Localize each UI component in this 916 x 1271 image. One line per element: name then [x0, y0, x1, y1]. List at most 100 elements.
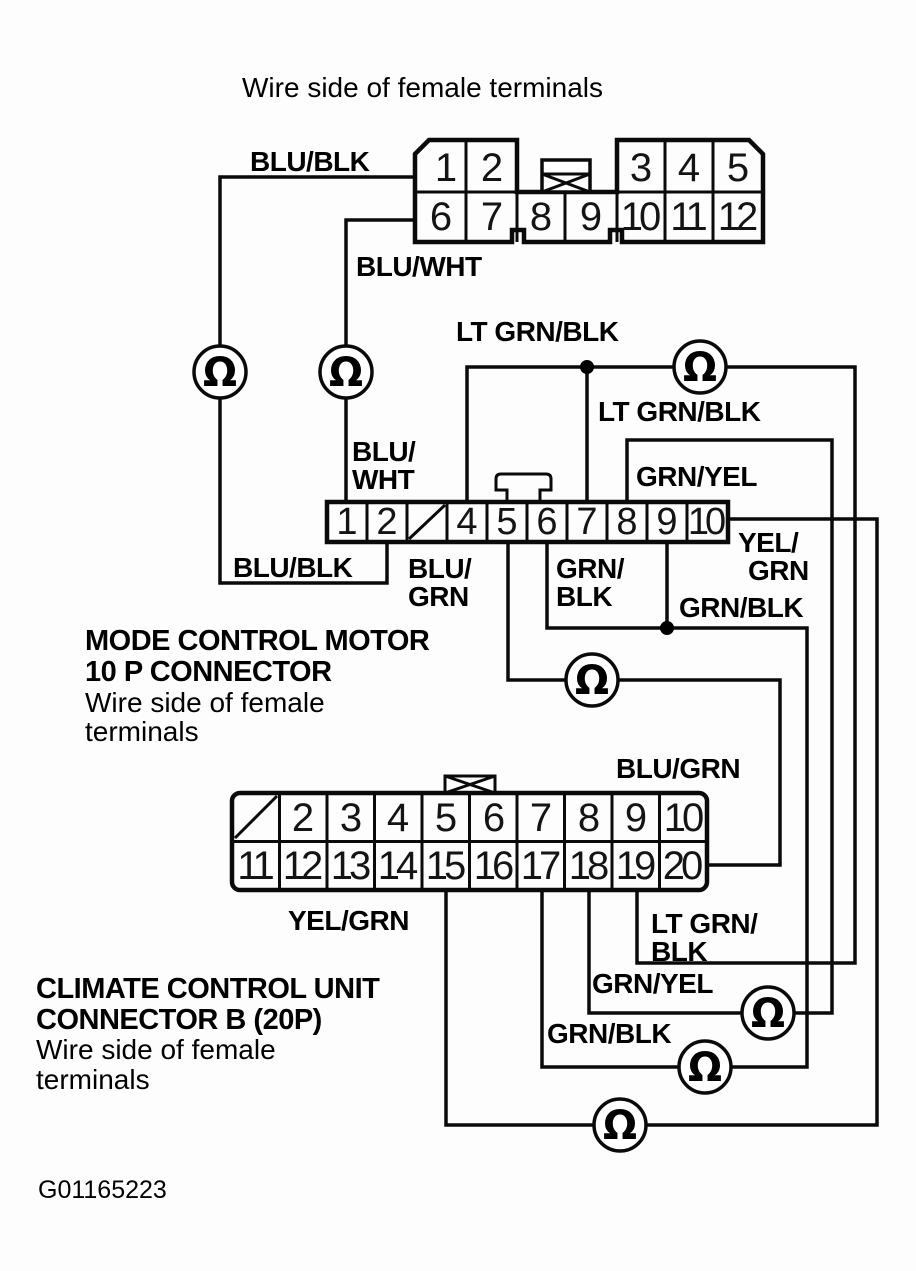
ohm-symbol: Ω: [683, 345, 717, 391]
wire-label-blu-grn-line2: GRN: [408, 581, 469, 612]
pin-number: 8: [616, 501, 637, 543]
pin-number: 5: [435, 796, 457, 840]
pin-number: 18: [569, 844, 608, 888]
wire-grn-yel: [587, 438, 834, 1015]
pin-number: 10: [664, 796, 703, 840]
wire-label-blu-blk-mid: BLU/BLK: [233, 552, 353, 583]
caption-line: CLIMATE CONTROL UNIT: [36, 973, 380, 1005]
pin-number: 6: [483, 796, 505, 840]
wire-label-grn-blk-line2: BLK: [556, 581, 612, 612]
wire-label-yel-grn-bottom: YEL/GRN: [288, 905, 409, 936]
pin-number: 4: [456, 501, 477, 543]
pin-number: 3: [630, 146, 652, 190]
wire-lt-grn-blk: [465, 365, 857, 965]
wire-label-blu-wht-line1: BLU/: [352, 436, 416, 467]
ohmmeter-circle: [564, 652, 620, 708]
wire-label-yel-grn-line1: YEL/: [738, 527, 799, 558]
pin-number: 5: [727, 146, 749, 190]
pin-number: 15: [426, 844, 465, 888]
latch-tab-icon: [494, 472, 553, 502]
wire-label-lt-grn-blk-upper: LT GRN/BLK: [456, 316, 619, 347]
wire-label-blu-grn-line1: BLU/: [408, 553, 472, 584]
wire-label-grn-blk-line1: GRN/: [556, 553, 625, 584]
ohmmeter-blu-blk: Ω: [192, 344, 248, 400]
pin-number: 16: [474, 844, 513, 888]
bottom-connector-grid: [232, 793, 707, 890]
ohmmeter-circle: [192, 344, 248, 400]
pin-number: 19: [616, 844, 655, 888]
pin-number: 1: [435, 146, 457, 190]
ohmmeter-grn-yel: Ω: [740, 985, 796, 1041]
pin-number: 14: [378, 844, 418, 888]
ohm-symbol: Ω: [203, 350, 237, 396]
wire-label-grn-yel-mid: GRN/YEL: [636, 461, 757, 492]
wire-blu-grn: [506, 542, 782, 867]
pin-number: 9: [580, 195, 602, 239]
caption-line: Wire side of female: [36, 1034, 276, 1065]
middle-connector-pins: 1 2 4 5 6 7 8 9 10: [336, 501, 729, 543]
pin-number: 7: [530, 796, 552, 840]
top-connector-12p: 1 2 3 4 5 6 7 8 9 10 11 12: [412, 137, 766, 245]
wire-label-blu-wht-top: BLU/WHT: [356, 251, 482, 282]
pin-number: 2: [481, 146, 503, 190]
figure-id: G01165223: [38, 1176, 167, 1204]
caption-line: terminals: [36, 1064, 150, 1095]
blocked-cavity-slash: [233, 794, 279, 840]
pin-number: 6: [536, 501, 557, 543]
pin-number: 20: [663, 844, 702, 888]
ohmmeter-grn-blk: Ω: [677, 1039, 733, 1095]
wire-label-lt-grn-blk-right: LT GRN/BLK: [598, 396, 761, 427]
wire-label-grn-blk-bottom: GRN/BLK: [547, 1018, 671, 1049]
pin-number: 9: [656, 501, 677, 543]
wire-blu-blk: [218, 175, 415, 585]
wire-blu-wht: [344, 218, 415, 502]
ohm-symbol: Ω: [603, 1103, 637, 1149]
keying-tab-icon: [443, 774, 497, 795]
pin-number: 3: [340, 796, 362, 840]
ohmmeter-circle: [592, 1097, 648, 1153]
pin-number: 7: [481, 195, 503, 239]
labels: Wire side of female terminals BLU/BLK BL…: [36, 72, 809, 1204]
wire-label-blu-wht-line2: WHT: [352, 464, 415, 495]
pin-number: 7: [576, 501, 597, 543]
wire-yel-grn: [444, 517, 879, 1127]
ohm-symbol: Ω: [688, 1045, 722, 1091]
ohm-symbol: Ω: [751, 991, 785, 1037]
pin-number: 13: [331, 844, 370, 888]
pin-number: 11: [237, 844, 273, 888]
blocked-cavity-slash: [407, 503, 447, 541]
ohmmeter-circle: [740, 985, 796, 1041]
pin-number: 11: [670, 195, 706, 239]
pin-number: 2: [376, 501, 397, 543]
middle-connector-grid: [365, 502, 689, 542]
mode-control-motor-connector-10p: 1 2 4 5 6 7 8 9 10: [324, 472, 731, 545]
ohm-symbol: Ω: [329, 350, 363, 396]
junction-dot: [660, 621, 674, 635]
caption-line: CONNECTOR B (20P): [36, 1004, 322, 1036]
wire-label-lt-grn-blk-bot-line2: BLK: [651, 936, 707, 967]
ohmmeter-circle: [672, 339, 728, 395]
climate-control-unit-connector-20p: 2 3 4 5 6 7 8 9 10 11 12 13 14 15 16 17 …: [229, 774, 710, 893]
ohmmeter-circle: [318, 344, 374, 400]
pin-number: 17: [521, 844, 560, 888]
caption-line: MODE CONTROL MOTOR: [85, 625, 430, 657]
pin-number: 4: [387, 796, 409, 840]
pin-number: 8: [530, 195, 552, 239]
diagram-title: Wire side of female terminals: [242, 72, 603, 103]
pin-number: 6: [430, 195, 452, 239]
wire-grn-blk: [540, 542, 809, 1069]
wire-label-blu-grn-bottom: BLU/GRN: [616, 753, 740, 784]
pin-number: 8: [578, 796, 600, 840]
ohmmeter-blu-wht: Ω: [318, 344, 374, 400]
wire-label-lt-grn-blk-bot-line1: LT GRN/: [651, 908, 758, 939]
ohmmeter-blu-grn: Ω: [564, 652, 620, 708]
pin-number: 12: [283, 844, 322, 888]
pin-number: 10: [688, 501, 725, 543]
pin-number: 12: [718, 195, 757, 239]
pin-number: 1: [336, 501, 357, 543]
ohm-symbol: Ω: [575, 658, 609, 704]
pin-number: 2: [292, 796, 314, 840]
wires: [218, 175, 879, 1127]
